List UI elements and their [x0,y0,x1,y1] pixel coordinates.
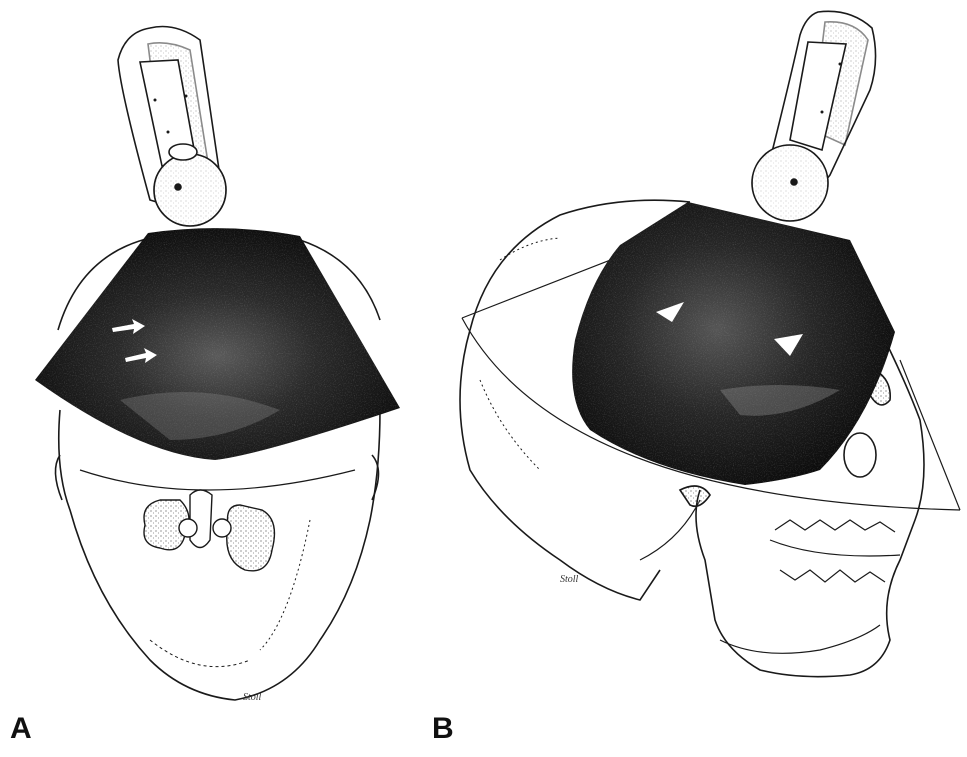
panel-label-a: A [10,714,32,744]
transducer-probe-b [752,11,876,221]
panel-label-b: B [432,714,454,744]
artist-signature-b: Stoll [560,574,579,585]
panel-b: Stoll [460,11,960,676]
artist-signature-a: Stoll [243,692,262,703]
panel-a: Stoll [35,27,400,704]
transducer-probe-a [118,27,226,227]
